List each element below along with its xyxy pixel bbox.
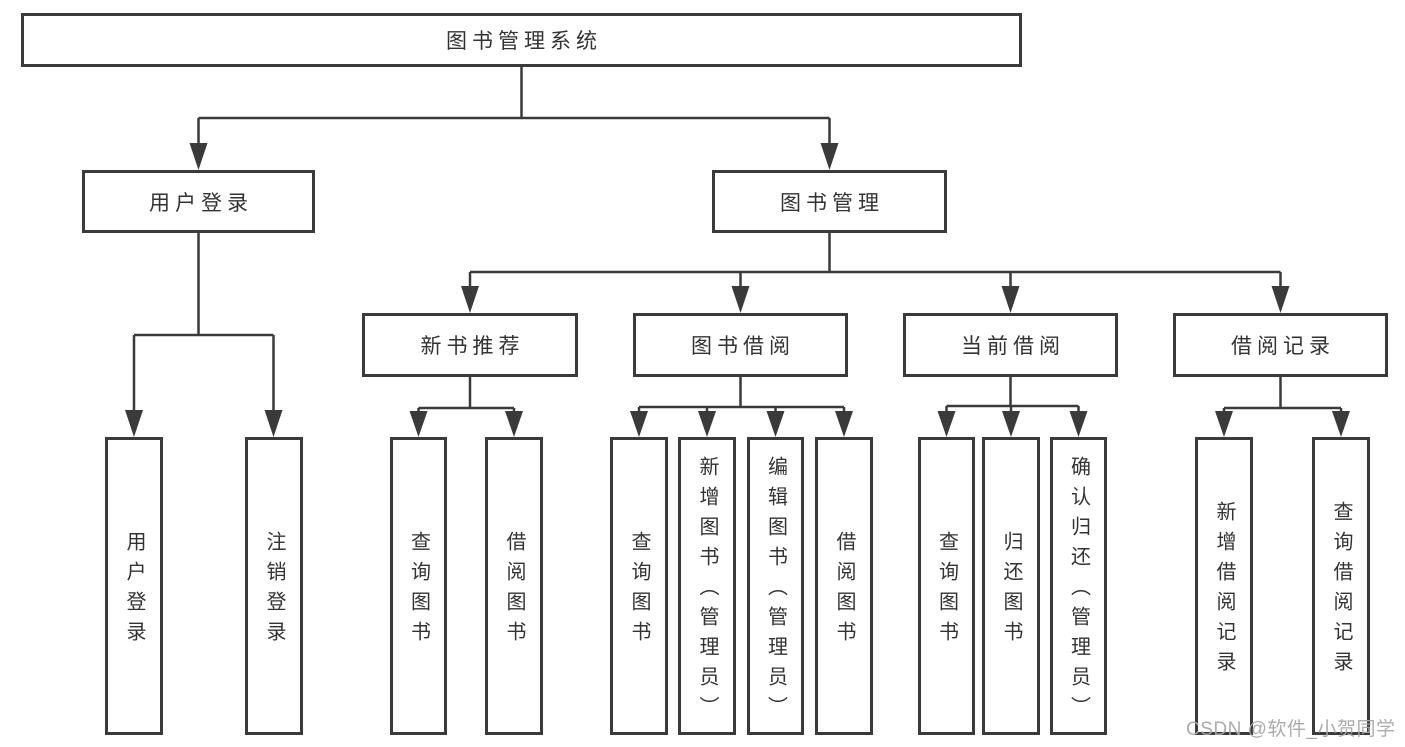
arrowhead [731, 286, 750, 313]
node-label: 借阅图书 [503, 531, 525, 651]
connector-new-book-recommend-to-leaves [409, 377, 523, 437]
csdn-watermark: CSDN @软件_小贺同学 [1186, 719, 1396, 740]
node-label: 借阅图书 [833, 531, 855, 651]
leaf-query-books-recommend: 查询图书 [390, 437, 447, 735]
arrowhead [264, 410, 283, 437]
node-user-login: 用户登录 [82, 170, 315, 233]
node-label: 归还图书 [1000, 531, 1022, 651]
arrowhead [1001, 286, 1020, 313]
node-label: 查询图书 [628, 531, 650, 651]
leaf-return-books: 归还图书 [982, 437, 1040, 735]
leaf-user-login: 用户登录 [105, 437, 163, 735]
leaf-query-borrow-record: 查询借阅记录 [1312, 437, 1370, 735]
node-book-management: 图书管理 [712, 170, 947, 233]
arrowhead [1215, 411, 1233, 437]
node-label: 新书推荐 [420, 335, 525, 358]
leaf-logout: 注销登录 [245, 437, 303, 735]
node-label: 用户登录 [149, 191, 253, 215]
leaf-query-books-borrow: 查询图书 [610, 437, 668, 735]
arrowhead [835, 411, 853, 437]
leaf-add-books-admin: 新增图书（管理员） [678, 437, 736, 735]
connector-user-login-to-leaves [125, 233, 283, 437]
node-label: 图书管理 [780, 191, 884, 215]
connector-book-management-to-level3 [461, 233, 1290, 313]
leaf-query-books-current: 查询图书 [918, 437, 975, 735]
node-new-book-recommend: 新书推荐 [362, 313, 578, 377]
arrowhead [409, 411, 428, 437]
leaf-add-borrow-record: 新增借阅记录 [1195, 437, 1253, 735]
arrowhead [766, 411, 785, 437]
node-label: 查询图书 [407, 531, 430, 651]
arrowhead [630, 411, 648, 437]
node-current-borrow: 当前借阅 [903, 313, 1118, 377]
arrowhead [698, 411, 716, 437]
node-library-management-system: 图书管理系统 [21, 13, 1022, 67]
leaf-borrow-books: 借阅图书 [815, 437, 873, 735]
arrowhead [125, 410, 143, 437]
arrowhead [1271, 286, 1290, 313]
arrowhead [1069, 411, 1088, 437]
leaf-borrow-books-recommend: 借阅图书 [485, 437, 543, 735]
connector-current-borrow-to-leaves [937, 377, 1088, 437]
arrowhead [1332, 411, 1350, 437]
node-label: 图书借阅 [691, 335, 795, 358]
node-borrow-records: 借阅记录 [1173, 313, 1388, 377]
node-label: 图书管理系统 [446, 30, 602, 53]
arrowhead [461, 286, 479, 313]
node-label: 查询借阅记录 [1330, 501, 1352, 681]
node-label: 借阅记录 [1231, 335, 1335, 358]
node-label: 编辑图书（管理员） [764, 456, 787, 726]
node-label: 新增图书（管理员） [696, 456, 718, 726]
connector-book-borrow-to-leaves [630, 377, 853, 437]
node-label: 用户登录 [123, 531, 145, 651]
node-label: 查询图书 [935, 531, 958, 651]
arrowhead [820, 143, 839, 170]
node-label: 当前借阅 [961, 335, 1065, 358]
connector-borrow-records-to-leaves [1215, 377, 1350, 437]
leaf-edit-books-admin: 编辑图书（管理员） [747, 437, 804, 735]
connector-root-to-level2 [189, 67, 839, 170]
arrowhead [937, 411, 956, 437]
arrowhead [1002, 411, 1020, 437]
node-book-borrow: 图书借阅 [633, 313, 848, 377]
arrowhead [189, 143, 208, 170]
node-label: 新增借阅记录 [1213, 501, 1235, 681]
arrowhead [505, 411, 523, 437]
node-label: 注销登录 [263, 531, 285, 651]
leaf-confirm-return-admin: 确认归还（管理员） [1050, 437, 1107, 735]
node-label: 确认归还（管理员） [1067, 456, 1090, 726]
